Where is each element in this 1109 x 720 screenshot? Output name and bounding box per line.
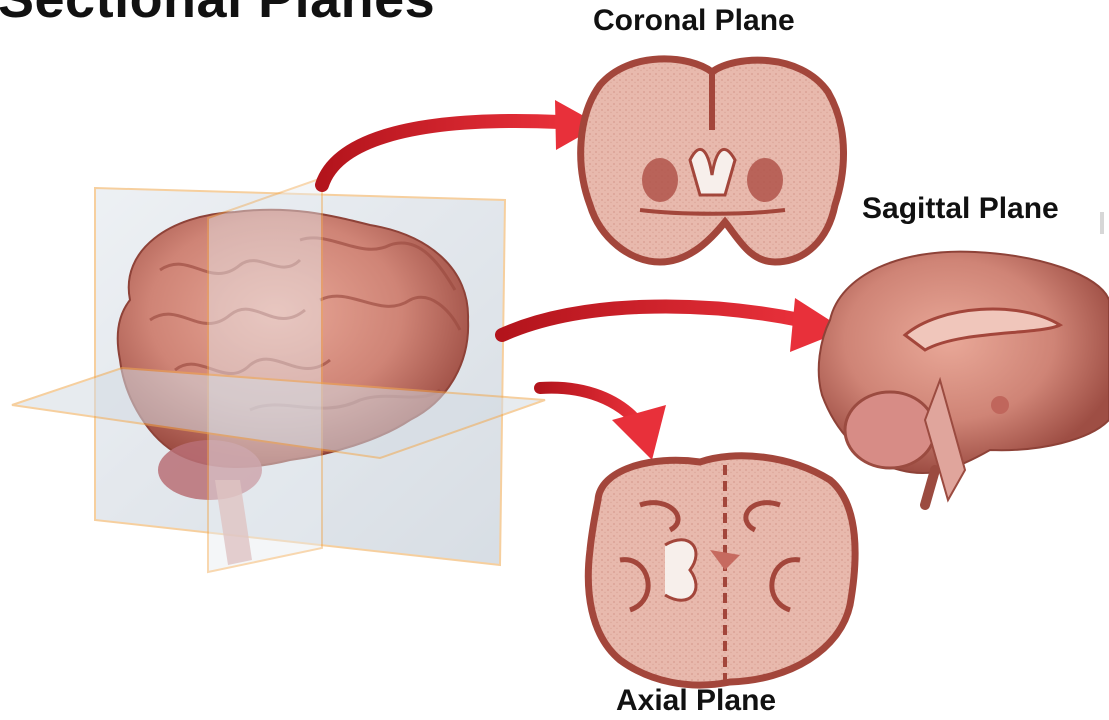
sagittal-cerebellum [845,392,935,468]
diagram-title: Sectional Planes [0,0,435,30]
axial-plane-label: Axial Plane [616,684,776,718]
arrow-to-axial [540,388,666,460]
sagittal-section [819,252,1109,505]
edge-fragment [1100,212,1104,234]
coronal-section [581,59,844,262]
coronal-plane-label: Coronal Plane [593,4,795,38]
axial-section [588,456,855,685]
sagittal-plane-label: Sagittal Plane [862,192,1059,226]
arrow-to-coronal [322,100,600,185]
brain-with-planes [12,178,545,572]
arrow-to-sagittal [502,298,845,352]
